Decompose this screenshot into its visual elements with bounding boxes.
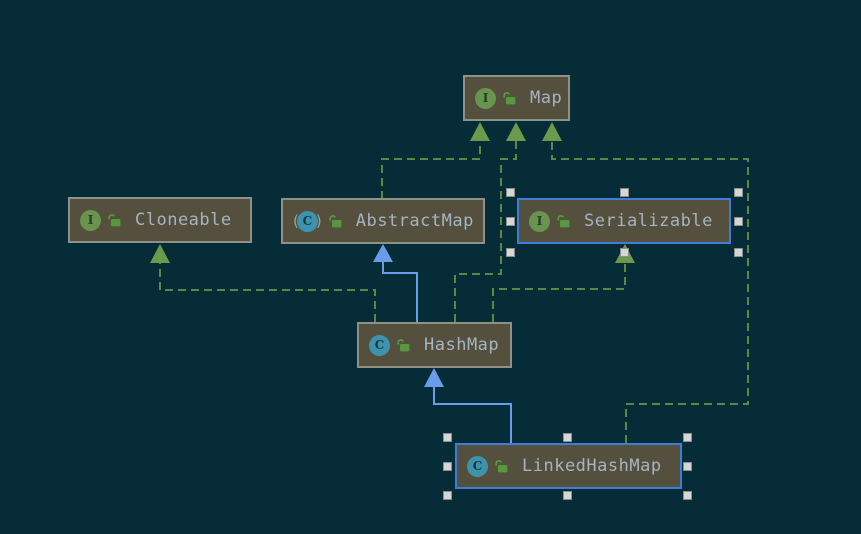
selection-handle[interactable] <box>620 248 629 257</box>
edge-hashmap-extends-abstractmap[interactable] <box>382 262 418 322</box>
edge-linkedhashmap-extends-hashmap[interactable] <box>433 387 512 443</box>
selection-handle[interactable] <box>734 188 743 197</box>
selection-handle[interactable] <box>563 433 572 442</box>
selection-handle[interactable] <box>506 188 515 197</box>
selection-handle[interactable] <box>506 248 515 257</box>
selection-handle[interactable] <box>506 217 515 226</box>
selection-handle[interactable] <box>683 433 692 442</box>
selection-handle[interactable] <box>683 491 692 500</box>
lock-open-icon <box>107 213 121 227</box>
arrowhead-extends-icon <box>424 368 444 387</box>
interface-icon: I <box>475 87 496 109</box>
node-label: Cloneable <box>135 210 232 230</box>
node-hashmap[interactable]: C HashMap <box>357 322 512 368</box>
class-icon: C <box>467 455 488 477</box>
lock-open-icon <box>502 91 516 105</box>
edge-abstractmap-implements-map[interactable] <box>381 141 481 199</box>
interface-icon: I <box>80 209 101 231</box>
lock-open-icon <box>328 214 342 228</box>
lock-open-icon <box>494 459 508 473</box>
class-icon: C <box>369 334 390 356</box>
edge-hashmap-implements-map[interactable] <box>454 141 517 322</box>
selection-handle[interactable] <box>443 433 452 442</box>
abstract-paren-icon: ) <box>315 212 322 230</box>
selection-handle[interactable] <box>734 248 743 257</box>
node-linkedhashmap[interactable]: C LinkedHashMap <box>455 443 682 489</box>
edge-linkedhashmap-implements-map[interactable] <box>551 141 749 443</box>
node-serializable[interactable]: I Serializable <box>517 198 731 244</box>
selection-handle[interactable] <box>443 462 452 471</box>
selection-handle[interactable] <box>734 217 743 226</box>
lock-open-icon <box>396 338 410 352</box>
abstract-class-icon: C <box>296 210 318 232</box>
node-cloneable[interactable]: I Cloneable <box>68 197 252 243</box>
node-map[interactable]: I Map <box>463 75 570 121</box>
arrowhead-implements-icon <box>506 122 526 141</box>
selection-handle[interactable] <box>620 188 629 197</box>
node-abstractmap[interactable]: ( C ) AbstractMap <box>281 198 485 244</box>
abstract-paren-icon: ( <box>293 212 299 230</box>
selection-handle[interactable] <box>563 491 572 500</box>
arrowhead-extends-icon <box>373 244 393 262</box>
node-label: Map <box>530 88 563 108</box>
selection-handle[interactable] <box>443 491 452 500</box>
arrowhead-implements-icon <box>542 122 562 141</box>
lock-open-icon <box>556 214 570 228</box>
interface-icon: I <box>529 210 550 232</box>
arrowhead-implements-icon <box>470 122 490 141</box>
arrowhead-implements-icon <box>150 244 170 263</box>
edge-hashmap-implements-serializable[interactable] <box>492 263 626 322</box>
node-label: LinkedHashMap <box>522 456 662 476</box>
node-label: HashMap <box>424 335 500 355</box>
edge-hashmap-implements-cloneable[interactable] <box>159 263 376 322</box>
node-label: AbstractMap <box>355 211 474 231</box>
selection-handle[interactable] <box>683 462 692 471</box>
node-label: Serializable <box>584 211 713 231</box>
